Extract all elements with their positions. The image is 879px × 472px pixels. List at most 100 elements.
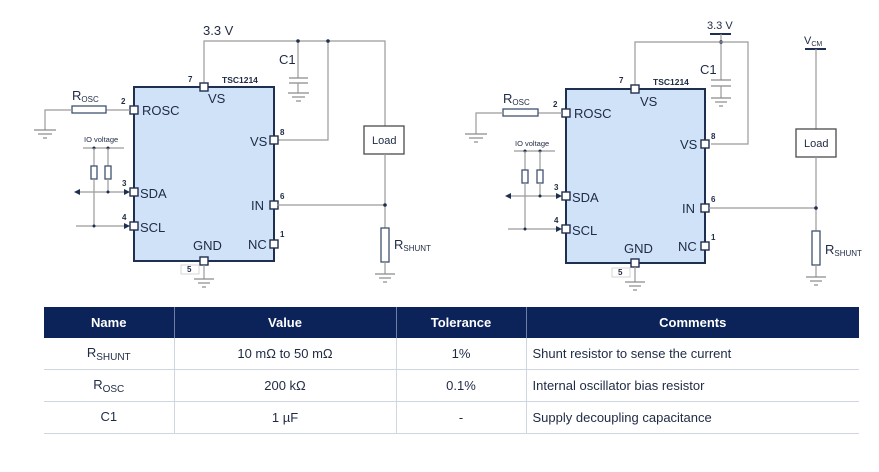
resistor-rosc	[502, 108, 539, 117]
pullup-resistor	[521, 169, 529, 184]
header-value: Value	[174, 307, 397, 338]
pin-7	[199, 82, 209, 92]
pin-2	[129, 105, 139, 115]
header-name: Name	[44, 307, 175, 338]
capacitor-c1	[288, 77, 309, 102]
pin-number: 8	[280, 128, 285, 137]
pin-name: VS	[208, 91, 226, 106]
table-row: RSHUNT 10 mΩ to 50 mΩ 1% Shunt resistor …	[44, 338, 859, 370]
cell-comment: Supply decoupling capacitance	[526, 401, 859, 434]
pin-name: NC	[248, 237, 267, 252]
ground-icon	[194, 265, 214, 288]
pullup-resistor	[90, 165, 98, 180]
table-row: C1 1 µF - Supply decoupling capacitance	[44, 401, 859, 434]
pin-number: 7	[188, 75, 193, 84]
pin-name: NC	[678, 239, 697, 254]
pin-number: 2	[121, 97, 126, 106]
rosc-label: ROSC	[503, 91, 530, 107]
cell-value: 1 µF	[174, 401, 397, 434]
pin-name: SCL	[572, 223, 597, 238]
pin-name: VS	[640, 94, 658, 109]
arrow-right-icon	[124, 223, 130, 229]
pin-name: GND	[624, 241, 653, 256]
ground-icon	[625, 267, 645, 291]
pin-number: 7	[619, 76, 624, 85]
cell-name: RSHUNT	[44, 338, 175, 370]
pin-6	[700, 203, 710, 213]
ground-icon	[34, 129, 56, 139]
cell-name: C1	[44, 401, 175, 434]
cell-tolerance: 0.1%	[396, 369, 527, 402]
schematic-right: 3.3 V C1 TSC1214 7 VS 2 ROSC 8 VS 3 SDA …	[465, 20, 862, 291]
pin-number: 2	[553, 100, 558, 109]
pin-6	[269, 200, 279, 210]
capacitor-label: C1	[700, 62, 717, 77]
supply-wire	[634, 41, 749, 145]
vcm-label: VCM	[804, 35, 822, 48]
capacitor-c1	[711, 79, 731, 107]
pin-1	[269, 239, 279, 249]
pin-name: VS	[250, 134, 268, 149]
pin-number: 6	[280, 192, 285, 201]
resistor-rosc	[71, 105, 107, 114]
supply-label: 3.3 V	[707, 20, 733, 32]
pin-name: IN	[682, 201, 695, 216]
table-row: ROSC 200 kΩ 0.1% Internal oscillator bia…	[44, 369, 859, 402]
pin-8	[269, 135, 279, 145]
io-voltage-label: IO voltage	[84, 135, 118, 144]
header-tolerance: Tolerance	[396, 307, 527, 338]
io-voltage-label: IO voltage	[515, 139, 549, 148]
pin-number: 6	[711, 195, 716, 204]
table-header-row: Name Value Tolerance Comments	[44, 307, 859, 338]
pin-2	[561, 108, 571, 118]
pin-number: 5	[618, 268, 623, 277]
resistor-rshunt	[380, 227, 390, 263]
rshunt-label: RSHUNT	[825, 242, 862, 258]
pin-name: ROSC	[142, 103, 180, 118]
pin-number: 5	[187, 265, 192, 274]
pin-8	[700, 139, 710, 149]
arrow-left-icon	[505, 193, 511, 199]
pin-5	[630, 258, 640, 268]
load-box	[363, 125, 405, 155]
supply-label: 3.3 V	[203, 23, 234, 38]
pin-name: SDA	[572, 190, 599, 205]
pin-number: 8	[711, 132, 716, 141]
vs8-wire	[277, 41, 329, 141]
capacitor-label: C1	[279, 52, 296, 67]
resistor-rshunt	[811, 230, 821, 266]
pin-4	[129, 221, 139, 231]
rosc-label: ROSC	[72, 88, 99, 104]
pin-number: 1	[711, 233, 716, 242]
pin-number: 3	[554, 183, 559, 192]
pin-name: GND	[193, 238, 222, 253]
cell-comment: Shunt resistor to sense the current	[526, 338, 859, 370]
pin-name: IN	[251, 198, 264, 213]
arrow-right-icon	[556, 226, 562, 232]
pin-1	[700, 241, 710, 251]
pin-number: 4	[122, 213, 127, 222]
pin-name: VS	[680, 137, 698, 152]
arrow-right-icon	[556, 193, 562, 199]
pullup-resistor	[536, 169, 544, 184]
arrow-left-icon	[74, 189, 80, 195]
header-comments: Comments	[526, 307, 859, 338]
load-label: Load	[372, 135, 396, 147]
pin-name: SDA	[140, 186, 167, 201]
cell-value: 10 mΩ to 50 mΩ	[174, 338, 397, 370]
ground-icon	[465, 133, 487, 143]
rshunt-label: RSHUNT	[394, 237, 431, 253]
pin-number-box	[611, 267, 631, 278]
pin-number: 4	[554, 216, 559, 225]
ground-icon	[375, 262, 395, 283]
chip-name: TSC1214	[653, 77, 689, 87]
junction-dot	[296, 39, 300, 43]
pin-name: ROSC	[574, 106, 612, 121]
pin-number-box	[180, 264, 200, 275]
pin-7	[630, 84, 640, 94]
component-table: Name Value Tolerance Comments RSHUNT 10 …	[44, 307, 859, 434]
schematics: 3.3 V C1 TSC1214 7 VS 2 ROSC 8 VS	[34, 20, 862, 291]
cell-name: ROSC	[44, 369, 175, 402]
supply-wire	[203, 40, 386, 126]
pullup-resistor	[104, 165, 112, 180]
